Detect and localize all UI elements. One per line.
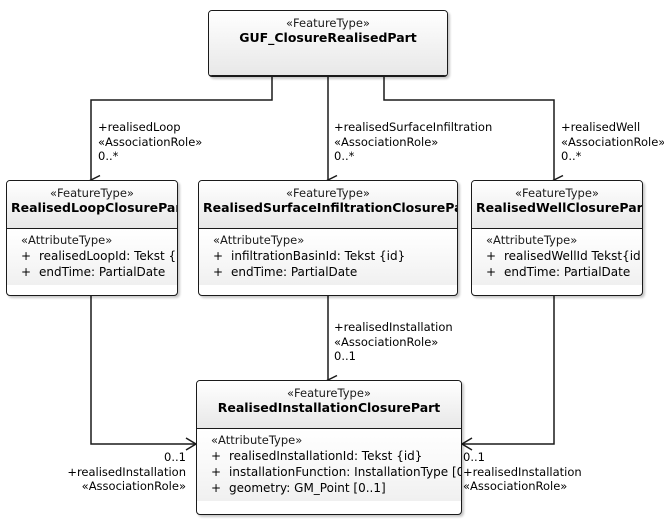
class-name: RealisedLoopClosurePart: [11, 200, 178, 215]
association-label-realised-surface-infiltration: +realisedSurfaceInfiltration «Associatio…: [334, 120, 492, 164]
class-name: RealisedInstallationClosurePart: [217, 400, 441, 415]
attribute-text: realisedLoopId: Tekst {id}: [39, 249, 177, 263]
attribute-text: endTime: PartialDate: [39, 265, 166, 279]
class-stereotype: «FeatureType»: [515, 186, 599, 200]
association-stereotype: «AssociationRole»: [463, 479, 568, 493]
class-box-realised-well-closure-part[interactable]: «FeatureType» RealisedWellClosurePart «A…: [471, 180, 643, 296]
class-stereotype: «FeatureType»: [50, 186, 134, 200]
association-stereotype: «AssociationRole»: [81, 479, 186, 493]
attribute-row: + endTime: PartialDate: [203, 264, 453, 280]
attribute-visibility: +: [211, 465, 222, 479]
attribute-text: installationFunction: InstallationType […: [229, 465, 462, 479]
association-multiplicity: 0..*: [98, 149, 119, 163]
class-attributes-compartment: «AttributeType» + realisedInstallationId:…: [197, 429, 461, 501]
attribute-stereotype: «AttributeType»: [486, 233, 578, 247]
attribute-row: + geometry: GM_Point [0..1]: [201, 480, 457, 496]
class-header: «FeatureType» RealisedInstallationClosur…: [197, 381, 461, 429]
association-role-name: +realisedInstallation: [67, 464, 186, 479]
class-attributes-compartment: «AttributeType» + infiltrationBasinId: Te…: [199, 229, 457, 285]
association-role-name: +realisedInstallation: [334, 320, 453, 334]
association-multiplicity: 0..1: [164, 450, 186, 464]
attribute-text: infiltrationBasinId: Tekst {id}: [231, 249, 406, 263]
class-stereotype: «FeatureType»: [286, 16, 370, 30]
attribute-text: endTime: PartialDate: [504, 265, 631, 279]
attribute-row: + endTime: PartialDate: [476, 264, 638, 280]
attribute-row: + realisedWellId Tekst{id}: [476, 248, 642, 264]
association-multiplicity: 0..*: [334, 149, 355, 163]
association-stereotype: «AssociationRole»: [334, 134, 439, 149]
class-stereotype: «FeatureType»: [287, 386, 371, 400]
association-stereotype: «AssociationRole»: [98, 134, 203, 149]
association-role-name: +realisedSurfaceInfiltration: [334, 120, 493, 134]
connector-realised-installation-left: [90, 296, 198, 451]
class-attributes-compartment: «AttributeType» + realisedWellId Tekst{id…: [472, 229, 642, 285]
attribute-visibility: +: [486, 249, 497, 263]
attribute-stereotype: «AttributeType»: [211, 433, 303, 447]
attribute-visibility: +: [211, 449, 222, 463]
attribute-text: realisedInstallationId: Tekst {id}: [229, 449, 423, 463]
association-multiplicity: 0..1: [334, 349, 356, 363]
attribute-visibility: +: [213, 249, 224, 263]
association-label-realised-loop: +realisedLoop «AssociationRole» 0..*: [98, 120, 202, 164]
connector-realised-installation-right: [460, 296, 555, 451]
association-stereotype: «AssociationRole»: [334, 334, 439, 349]
attribute-row: + realisedLoopId: Tekst {id}: [11, 248, 177, 264]
attribute-row: + endTime: PartialDate: [11, 264, 173, 280]
class-box-realised-loop-closure-part[interactable]: «FeatureType» RealisedLoopClosurePart «A…: [6, 180, 178, 296]
class-header: «FeatureType» RealisedSurfaceInfiltratio…: [199, 181, 457, 229]
attribute-row: + infiltrationBasinId: Tekst {id}: [203, 248, 453, 264]
attribute-stereotype: «AttributeType»: [21, 233, 113, 247]
attribute-visibility: +: [21, 265, 32, 279]
attribute-stereotype: «AttributeType»: [213, 233, 305, 247]
association-role-name: +realisedLoop: [98, 120, 181, 134]
class-stereotype: «FeatureType»: [286, 186, 370, 200]
class-box-realised-installation-closure-part[interactable]: «FeatureType» RealisedInstallationClosur…: [196, 380, 462, 515]
attribute-row: + realisedInstallationId: Tekst {id}: [201, 448, 457, 464]
attribute-row: + installationFunction: InstallationType …: [201, 464, 461, 480]
class-name: GUF_ClosureRealisedPart: [239, 30, 417, 45]
attribute-visibility: +: [213, 265, 224, 279]
association-multiplicity: 0..1: [463, 450, 485, 464]
association-role-name: +realisedWell: [561, 120, 641, 134]
association-stereotype: «AssociationRole»: [561, 134, 664, 149]
class-name: RealisedSurfaceInfiltrationClosurePart: [203, 200, 458, 215]
attribute-visibility: +: [211, 481, 222, 495]
attribute-text: geometry: GM_Point [0..1]: [229, 481, 386, 495]
association-label-realised-installation-right: 0..1 +realisedInstallation «AssociationR…: [463, 450, 582, 494]
attribute-visibility: +: [486, 265, 497, 279]
association-role-name: +realisedInstallation: [463, 464, 582, 479]
class-box-guf-closure-realised-part[interactable]: «FeatureType» GUF_ClosureRealisedPart: [208, 10, 448, 77]
attribute-text: realisedWellId Tekst{id}: [504, 249, 643, 263]
class-name: RealisedWellClosurePart: [476, 200, 643, 215]
attribute-visibility: +: [21, 249, 32, 263]
attribute-text: endTime: PartialDate: [231, 265, 358, 279]
class-box-realised-surface-infiltration-closure-part[interactable]: «FeatureType» RealisedSurfaceInfiltratio…: [198, 180, 458, 296]
class-header: «FeatureType» RealisedLoopClosurePart: [7, 181, 177, 229]
association-multiplicity: 0..*: [561, 149, 582, 163]
class-header: «FeatureType» GUF_ClosureRealisedPart: [209, 11, 447, 76]
class-header: «FeatureType» RealisedWellClosurePart: [472, 181, 642, 229]
association-label-realised-well: +realisedWell «AssociationRole» 0..*: [561, 120, 664, 164]
class-attributes-compartment: «AttributeType» + realisedLoopId: Tekst {…: [7, 229, 177, 285]
association-label-realised-installation-center: +realisedInstallation «AssociationRole» …: [334, 320, 453, 364]
association-label-realised-installation-left: 0..1 +realisedInstallation «AssociationR…: [20, 450, 186, 494]
